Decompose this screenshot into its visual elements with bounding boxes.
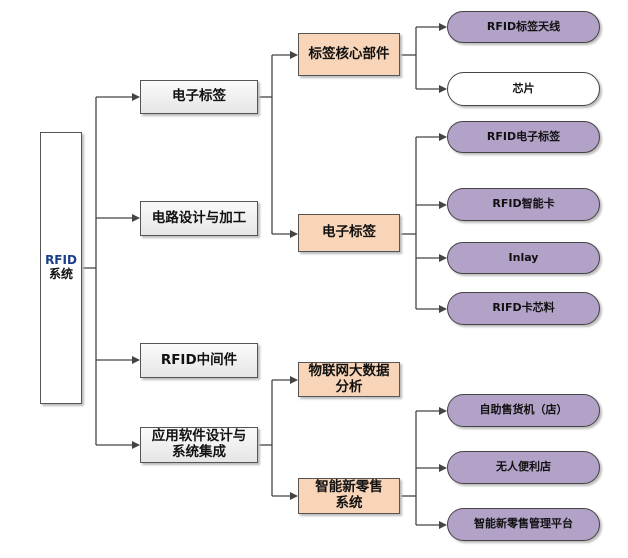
l2-label-line1: 物联网大数据 [308, 362, 390, 379]
l2-label: 标签核心部件 [308, 45, 390, 62]
l3-node-vending-machine: 自助售货机（店） [447, 394, 600, 427]
root-node-rfid-system: RFID 系统 [40, 132, 82, 404]
l1-label-line2: 系统集成 [172, 444, 226, 460]
l1-node-app-software: 应用软件设计与 系统集成 [140, 427, 258, 463]
l1-node-circuit-design: 电路设计与加工 [140, 201, 258, 236]
l3-label: RIFD卡芯料 [492, 301, 555, 315]
l3-node-smart-retail-platform: 智能新零售管理平台 [447, 508, 600, 541]
l3-node-rfid-tag-antenna: RFID标签天线 [447, 11, 600, 43]
l2-node-iot-big-data: 物联网大数据 分析 [298, 362, 400, 397]
l1-label: 电路设计与加工 [151, 209, 247, 226]
l2-node-smart-retail: 智能新零售 系统 [298, 478, 400, 514]
l3-label: 芯片 [512, 81, 535, 95]
l3-label: RFID电子标签 [486, 129, 561, 143]
root-label-line2: 系统 [48, 267, 73, 281]
l3-node-rfid-electronic-tag: RFID电子标签 [447, 121, 600, 153]
l2-label-line2: 分析 [335, 378, 363, 395]
l1-node-rfid-middleware: RFID中间件 [140, 343, 258, 378]
l3-label: Inlay [508, 250, 539, 264]
l1-label: 电子标签 [172, 88, 226, 105]
l2-label-line2: 系统 [335, 495, 363, 511]
l2-label-line1: 智能新零售 [315, 479, 383, 496]
l1-node-electronic-tag: 电子标签 [140, 80, 258, 114]
l3-node-rifd-card-core-material: RIFD卡芯料 [447, 292, 600, 325]
l3-label: 无人便利店 [496, 460, 551, 474]
l1-label-line1: 应用软件设计与 [151, 428, 247, 445]
l3-label: 自助售货机（店） [479, 403, 568, 417]
l3-node-rfid-smart-card: RFID智能卡 [447, 188, 600, 221]
l2-node-electronic-tag: 电子标签 [298, 214, 400, 252]
l3-label: RFID标签天线 [486, 19, 561, 33]
l3-label: 智能新零售管理平台 [474, 517, 573, 531]
l3-node-inlay: Inlay [447, 242, 600, 274]
l3-node-unmanned-store: 无人便利店 [447, 451, 600, 484]
l1-label: RFID中间件 [160, 351, 238, 368]
l2-label: 电子标签 [322, 224, 376, 241]
root-label-line1: RFID [45, 253, 77, 268]
l3-node-chip: 芯片 [447, 72, 600, 106]
l3-label: RFID智能卡 [492, 197, 555, 211]
l2-node-tag-core-components: 标签核心部件 [298, 33, 400, 76]
